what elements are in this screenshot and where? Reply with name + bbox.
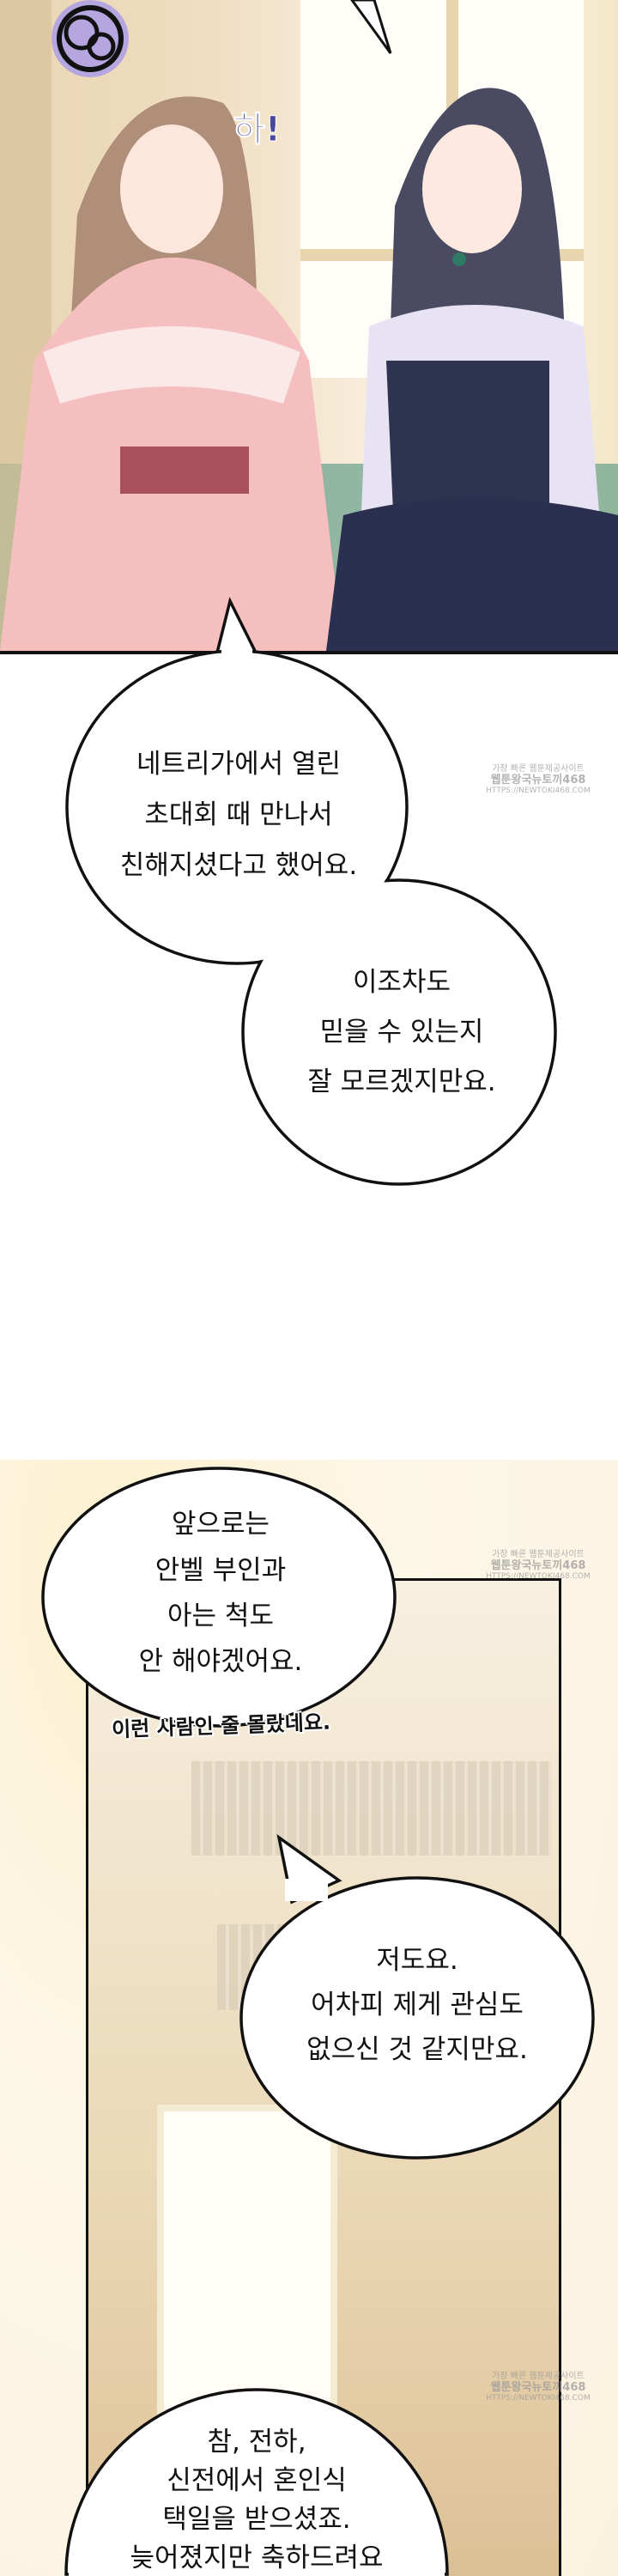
character-left (0, 96, 343, 651)
dialogue-line: 택일을 받으셨죠. (162, 2504, 351, 2535)
panel1-artwork (0, 0, 618, 651)
bookshelf (191, 1761, 552, 1856)
dialogue-line: 없으신 것 같지만요. (306, 2034, 528, 2065)
sfx-text: 하! (233, 110, 282, 150)
watermark-line: 가장 빠른 웹툰제공사이트 (492, 1550, 585, 1559)
watermark-line: 웹툰왕국뉴토끼468 (490, 1558, 586, 1572)
speech-tail (350, 0, 392, 54)
bubble-4-shape (239, 1876, 595, 2160)
speech-bubble-4: 저도요. 어차피 제게 관심도 없으신 것 같지만요. (241, 1945, 593, 2069)
character-right (326, 88, 618, 651)
dialogue-line: 참, 전하, (207, 2427, 306, 2458)
watermark: 가장 빠른 웹툰제공사이트 웹툰왕국뉴토끼468 HTTPS://NEWTOKI… (482, 1550, 594, 1582)
dialogue-line: 믿을 수 있는지 (319, 1017, 484, 1048)
watermark-line: HTTPS://NEWTOKI468.COM (486, 1572, 591, 1582)
dialogue-line: 네트리가에서 열린 (136, 749, 341, 780)
dialogue-line: 아는 척도 (167, 1601, 274, 1631)
dialogue-line: 잘 모르겠지만요. (307, 1066, 496, 1097)
watermark-line: 가장 빠른 웹툰제공사이트 (492, 764, 585, 774)
watermark-line: 가장 빠른 웹툰제공사이트 (492, 2372, 585, 2381)
watermark-line: 웹툰왕국뉴토끼468 (490, 2380, 586, 2394)
dialogue-line: 어차피 제게 관심도 (311, 1990, 524, 2020)
dialogue-line: 이조차도 (352, 967, 451, 998)
watermark-line: HTTPS://NEWTOKI468.COM (486, 787, 591, 796)
scribble-icon (52, 0, 129, 77)
dialogue-line: 저도요. (376, 1945, 458, 1976)
watermark: 가장 빠른 웹툰제공사이트 웹툰왕국뉴토끼468 HTTPS://NEWTOKI… (482, 2372, 594, 2403)
speech-bubble-2: 이조차도 믿을 수 있는지 잘 모르겠지만요. (243, 967, 560, 1104)
dialogue-line: 초대회 때 만나서 (144, 799, 333, 830)
dialogue-line: 늦어졌지만 축하드려요 (130, 2543, 384, 2573)
dialogue-line: 신전에서 혼인식 (167, 2465, 347, 2496)
speech-bubble-3: 앞으로는 안벨 부인과 아는 척도 안 해야겠어요. (45, 1509, 397, 1680)
bubble-3-shape (41, 1467, 397, 1728)
dialogue-line: 친해지셨다고 했어요. (119, 850, 358, 881)
speech-bubble-5: 참, 전하, 신전에서 혼인식 택일을 받으셨죠. 늦어졌지만 축하드려요 (66, 2427, 447, 2574)
dialogue-line: 앞으로는 (171, 1509, 270, 1540)
watermark: 가장 빠른 웹툰제공사이트 웹툰왕국뉴토끼468 HTTPS://NEWTOKI… (482, 764, 594, 796)
bubble-5-shape (64, 2388, 449, 2576)
watermark-line: 웹툰왕국뉴토끼468 (490, 773, 586, 787)
speech-bubble-1: 네트리가에서 열린 초대회 때 만나서 친해지셨다고 했어요. (67, 749, 410, 886)
dialogue-line: 안 해야겠어요. (138, 1646, 303, 1677)
bubble-1-tail (214, 596, 260, 658)
comic-panel-1: 하! (0, 0, 618, 654)
dialogue-line: 안벨 부인과 (154, 1555, 287, 1586)
watermark-line: HTTPS://NEWTOKI468.COM (486, 2394, 591, 2403)
